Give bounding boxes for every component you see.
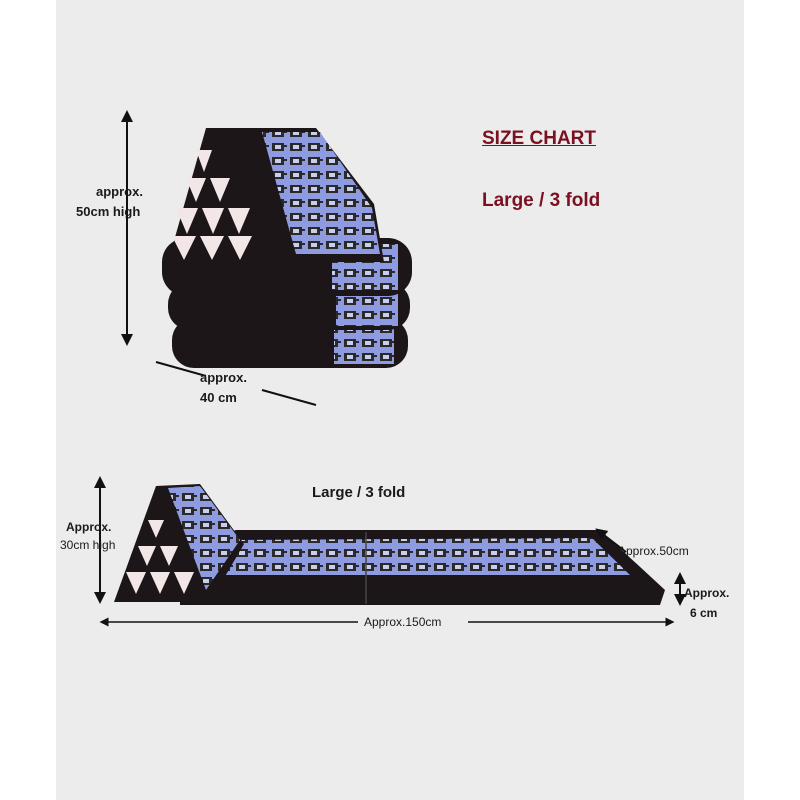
size-chart-subtitle: Large / 3 fold (482, 190, 601, 211)
thickness-label-line1: Approx. (684, 586, 730, 600)
width-label: Approx.50cm (618, 544, 689, 558)
folded-depth-line-right (261, 389, 317, 406)
size-chart-title: SIZE CHART (482, 128, 596, 149)
unfolded-title: Large / 3 fold (312, 484, 406, 501)
pillow-triangles (126, 520, 194, 594)
folded-height-label-line1: approx. (96, 184, 143, 199)
mattress-pattern (210, 538, 630, 575)
length-label: Approx.150cm (364, 615, 442, 629)
backrest-triangles (172, 150, 252, 260)
width-arrow (595, 528, 627, 553)
folded-height-label-line2: 50cm high (76, 204, 141, 219)
thickness-label-line2: 6 cm (690, 606, 718, 620)
unfolded-height-label-line2: 30cm high (60, 538, 116, 552)
folded-depth-label-line1: approx. (200, 370, 247, 385)
folded-depth-label-line2: 40 cm (200, 390, 237, 405)
backrest-pattern (262, 132, 380, 254)
pillow-pattern (168, 486, 240, 590)
unfolded-height-label-line1: Approx. (66, 520, 112, 534)
background-panel (56, 0, 744, 800)
folded-depth-line-left (155, 361, 207, 377)
unfolded-mattress (114, 484, 665, 605)
folded-cushion (162, 128, 412, 368)
